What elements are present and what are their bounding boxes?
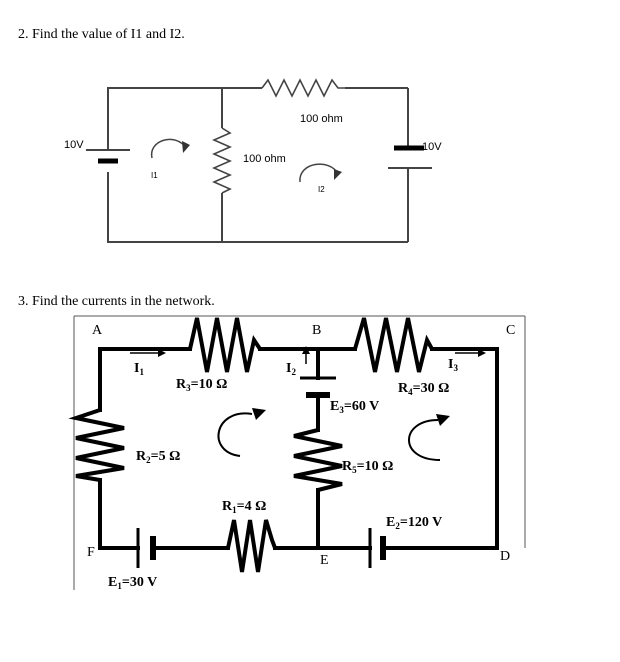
label-top-resistor: 100 ohm — [300, 113, 343, 125]
loop-i1-arrow-icon — [151, 138, 187, 159]
label-loop-i1: I1 — [151, 171, 158, 180]
wire-left-bottom — [107, 172, 222, 243]
resistor-top-q2 — [261, 78, 345, 98]
loop-i2-arrowhead-icon — [334, 169, 342, 180]
wire-left-top — [107, 87, 222, 150]
label-left-battery: 10V — [64, 139, 84, 151]
resistor-middle-q2 — [212, 127, 232, 194]
loop-i1-arrowhead-icon — [182, 141, 190, 153]
loop-i2-arrow-icon — [299, 163, 339, 183]
question-3-text: 3. Find the currents in the network. — [18, 294, 215, 309]
question-2-text: 2. Find the value of I1 and I2. — [18, 27, 185, 42]
label-right-battery: 10V — [422, 141, 442, 153]
label-loop-i2: I2 — [318, 185, 325, 194]
label-middle-resistor: 100 ohm — [243, 153, 286, 165]
